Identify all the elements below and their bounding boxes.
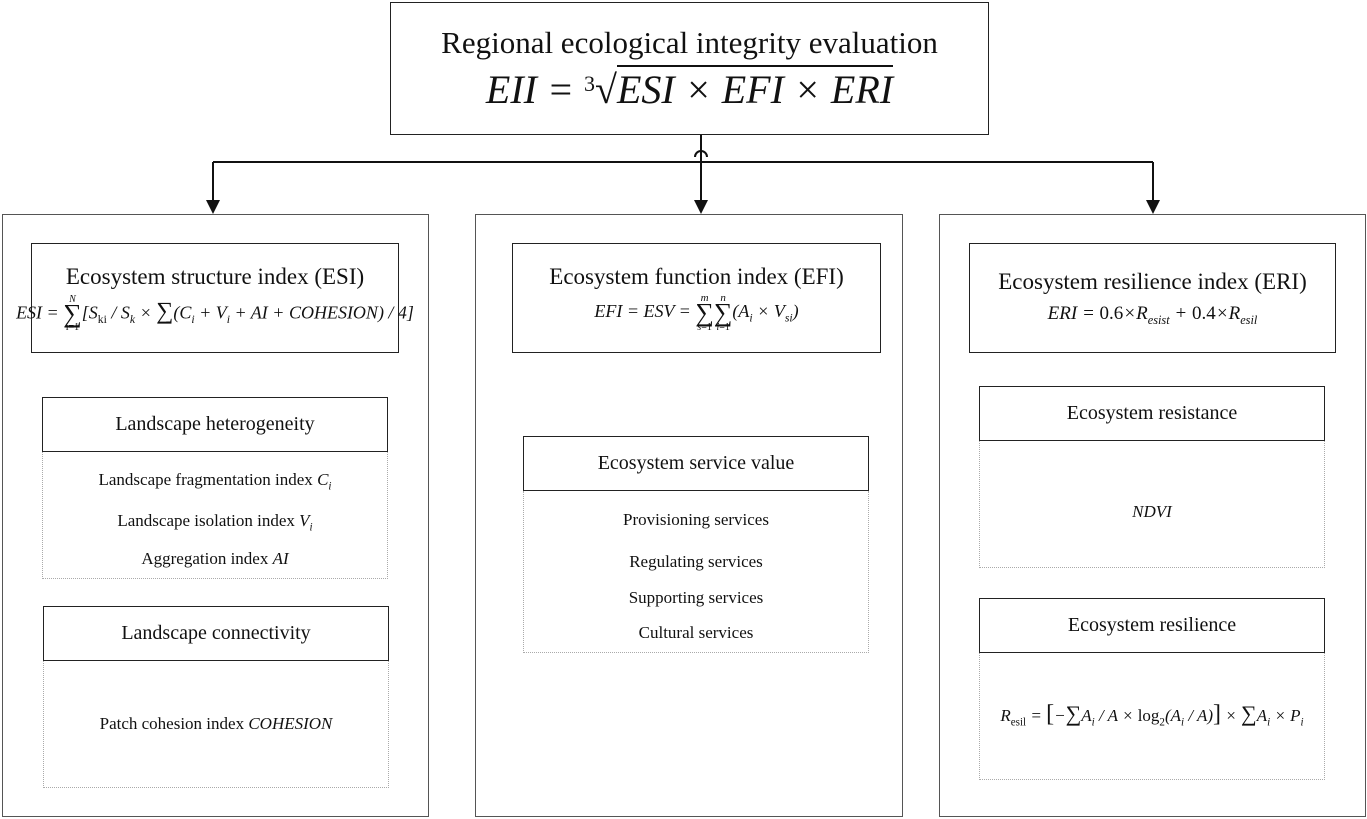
landscape-connectivity-title: Landscape connectivity (121, 622, 311, 644)
ndvi-item: NDVI (1132, 502, 1172, 521)
eri-formula: ERI = 0.6×Resist + 0.4×Resil (1047, 302, 1258, 327)
ecosystem-resistance-list: NDVI (979, 441, 1325, 568)
landscape-connectivity-list: Patch cohesion index COHESION (43, 661, 389, 788)
ecosystem-service-value-box: Ecosystem service value (523, 436, 869, 491)
fragmentation-index-item: Landscape fragmentation index Ci (98, 470, 332, 493)
ecosystem-resilience-box: Ecosystem resilience (979, 598, 1325, 653)
ecosystem-resistance-title: Ecosystem resistance (1066, 402, 1238, 424)
esi-title: Ecosystem structure index (ESI) (65, 263, 365, 289)
eri-title: Ecosystem resilience index (ERI) (998, 268, 1307, 294)
ecosystem-resistance-box: Ecosystem resistance (979, 386, 1325, 441)
landscape-connectivity-box: Landscape connectivity (43, 606, 389, 661)
ecosystem-service-value-title: Ecosystem service value (597, 452, 795, 474)
top-evaluation-box: Regional ecological integrity evaluation… (390, 2, 989, 135)
supporting-services-item: Supporting services (628, 588, 764, 607)
esi-header-box: Ecosystem structure index (ESI) ESI = N∑… (16, 243, 414, 353)
patch-cohesion-item: Patch cohesion index COHESION (99, 714, 333, 733)
ecosystem-service-value-list: Provisioning services Regulating service… (523, 491, 869, 653)
landscape-heterogeneity-title: Landscape heterogeneity (115, 413, 315, 435)
isolation-index-item: Landscape isolation index Vi (117, 511, 313, 534)
cultural-services-item: Cultural services (638, 623, 754, 642)
aggregation-index-item: Aggregation index AI (141, 549, 289, 568)
provisioning-services-item: Provisioning services (623, 510, 769, 529)
ecosystem-resilience-title: Ecosystem resilience (1067, 614, 1237, 636)
efi-title: Ecosystem function index (EFI) (549, 264, 844, 290)
resilience-formula: Resil = [−∑Ai / A × log2(Ai / A)] × ∑Ai … (1000, 701, 1304, 729)
ecosystem-resilience-list: Resil = [−∑Ai / A × log2(Ai / A)] × ∑Ai … (979, 653, 1325, 780)
top-formula: EII = 3√ESI × EFI × ERI (485, 64, 894, 112)
landscape-heterogeneity-box: Landscape heterogeneity (42, 397, 388, 452)
regulating-services-item: Regulating services (629, 552, 763, 571)
eri-header-box: Ecosystem resilience index (ERI) ERI = 0… (969, 243, 1336, 353)
top-title: Regional ecological integrity evaluation (441, 24, 938, 60)
esi-formula: ESI = N∑i=1[Ski / Sk × ∑(Ci + Vi + AI + … (16, 293, 414, 334)
landscape-heterogeneity-list: Landscape fragmentation index Ci Landsca… (42, 452, 388, 579)
efi-header-box: Ecosystem function index (EFI) EFI = ESV… (512, 243, 881, 353)
